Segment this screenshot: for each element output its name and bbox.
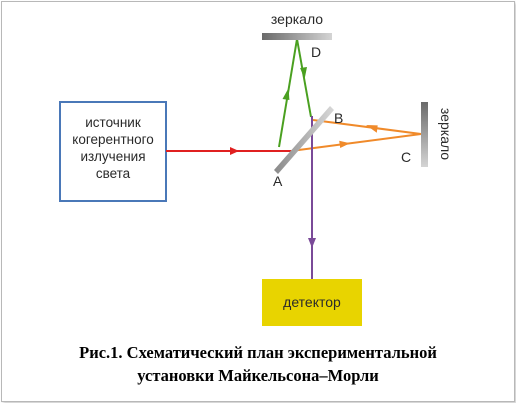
- beam-splitter: [274, 106, 334, 174]
- top-mirror: [262, 33, 332, 40]
- beam-right-arrow: [339, 140, 350, 148]
- right-mirror: [421, 102, 428, 167]
- source-line-4: света: [96, 166, 131, 181]
- detector-label: детектор: [283, 294, 341, 310]
- beam-source-arrow: [230, 147, 239, 155]
- point-label-c: C: [401, 149, 411, 165]
- beam-up-arrow: [282, 88, 290, 100]
- source-line-1: источник: [85, 115, 141, 130]
- point-label-d: D: [311, 44, 321, 60]
- source-line-3: излучения: [80, 149, 145, 164]
- top-mirror-label: зеркало: [271, 11, 323, 27]
- figure-caption: Рис.1. Схематический план эксперименталь…: [0, 341, 516, 387]
- point-label-b: B: [334, 110, 343, 126]
- right-mirror-label: зеркало: [438, 108, 454, 160]
- beam-back: [312, 119, 422, 135]
- beam-back-arrow: [366, 125, 378, 133]
- caption-line-2: установки Майкельсона–Морли: [137, 366, 379, 385]
- detector-box: [262, 279, 362, 326]
- beam-detector-arrow: [308, 238, 316, 248]
- beam-down: [296, 38, 312, 118]
- source-box: [59, 101, 167, 202]
- source-line-2: когерентного: [72, 132, 153, 147]
- beam-down-arrow: [300, 67, 307, 79]
- point-label-a: A: [273, 173, 283, 189]
- caption-line-1: Рис.1. Схематический план эксперименталь…: [79, 343, 437, 362]
